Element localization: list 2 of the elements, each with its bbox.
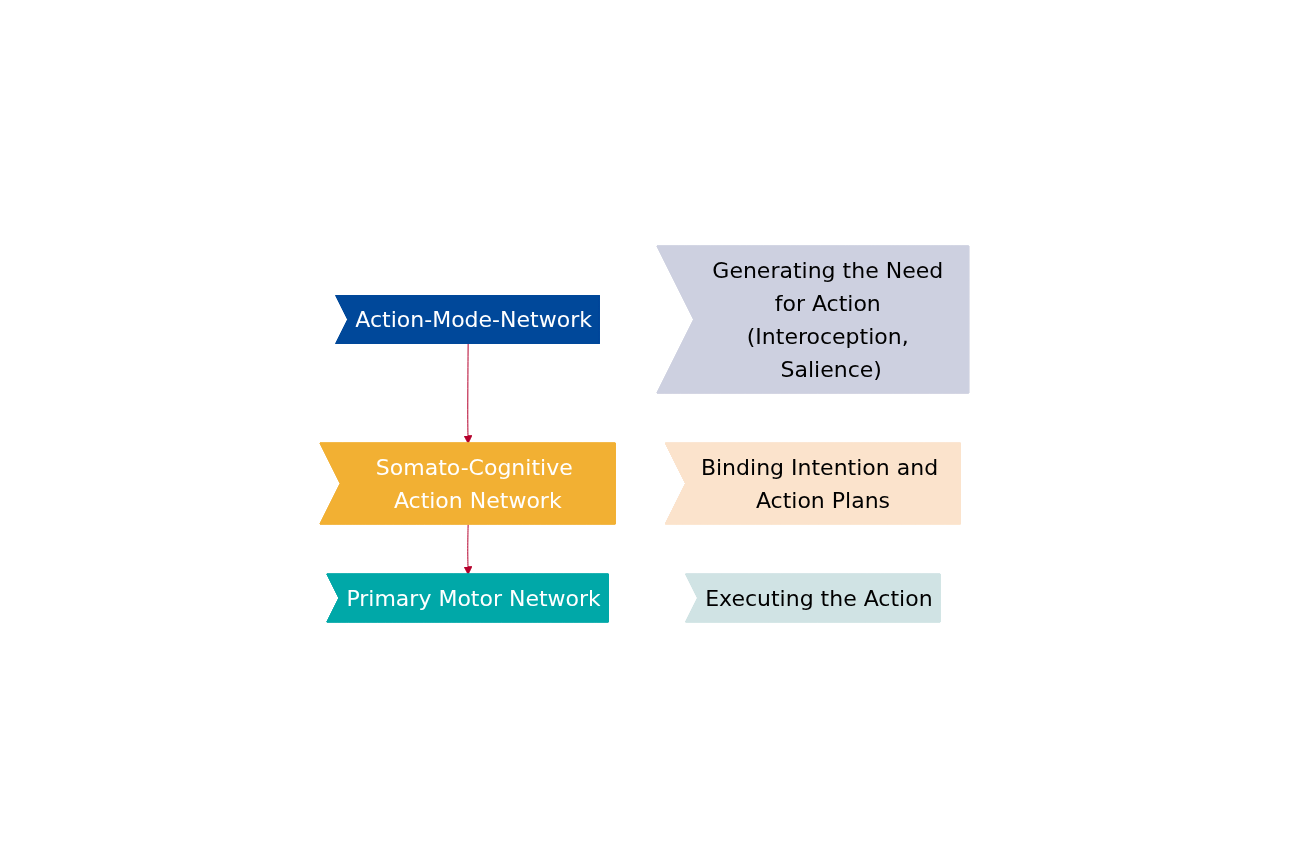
arrow xyxy=(463,343,473,444)
arrow xyxy=(463,524,473,575)
